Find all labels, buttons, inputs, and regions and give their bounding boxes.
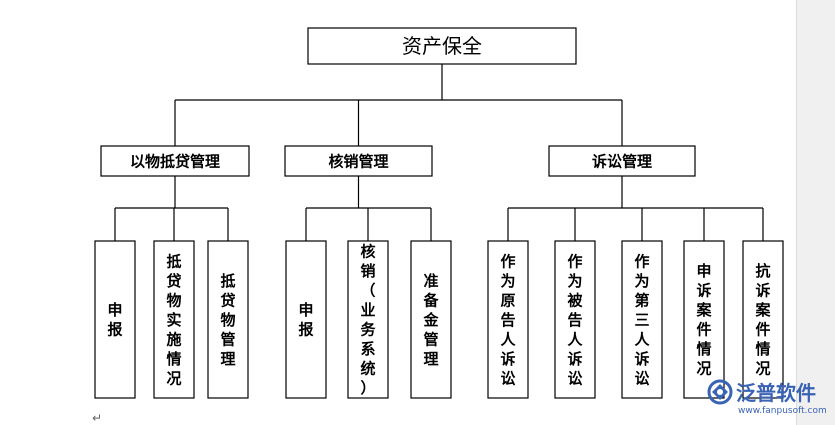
leaf-label: 核销（业务系统）: [360, 243, 376, 398]
branch-node: 以物抵贷管理: [100, 145, 250, 177]
root-node: 资产保全: [307, 27, 577, 65]
leaf-label: 申报: [107, 301, 122, 339]
leaf-label: 作为被告人诉讼: [567, 252, 583, 387]
leaf-label: 作为原告人诉讼: [500, 252, 516, 387]
leaf-node: 申诉案件情况: [683, 240, 725, 399]
leaf-node: 作为原告人诉讼: [487, 240, 529, 399]
leaf-label: 准备金管理: [422, 272, 439, 368]
leaf-node: 核销（业务系统）: [347, 240, 389, 399]
leaf-label: 抵贷物实施情况: [166, 252, 181, 387]
leaf-node: 抵贷物实施情况: [153, 240, 195, 399]
fanpu-logo-icon: [707, 379, 733, 405]
leaf-node: 作为第三人诉讼: [621, 240, 663, 399]
branch-node: 核销管理: [284, 145, 433, 177]
paragraph-mark: ↵: [92, 411, 102, 425]
branch-node: 诉讼管理: [548, 145, 696, 177]
watermark-brand: 泛普软件: [736, 381, 816, 405]
watermark-url: www.fanpusoft.com: [738, 406, 827, 416]
root-label: 资产保全: [402, 34, 482, 58]
leaf-label: 申诉案件情况: [695, 262, 712, 378]
vertical-scrollbar[interactable]: [796, 0, 835, 425]
branch-label: 核销管理: [328, 153, 388, 171]
leaf-node: 作为被告人诉讼: [554, 240, 596, 399]
leaf-node: 准备金管理: [410, 240, 452, 399]
leaf-label: 抗诉案件情况: [754, 262, 771, 378]
leaf-node: 抵贷物管理: [207, 240, 249, 399]
leaf-label: 作为第三人诉讼: [634, 252, 650, 387]
branch-label: 诉讼管理: [592, 153, 652, 171]
leaf-label: 申报: [298, 301, 313, 339]
leaf-node: 申报: [285, 240, 327, 399]
leaf-label: 抵贷物管理: [220, 272, 235, 368]
leaf-node: 申报: [94, 240, 136, 399]
branch-label: 以物抵贷管理: [130, 153, 220, 171]
leaf-node: 抗诉案件情况: [742, 240, 784, 399]
